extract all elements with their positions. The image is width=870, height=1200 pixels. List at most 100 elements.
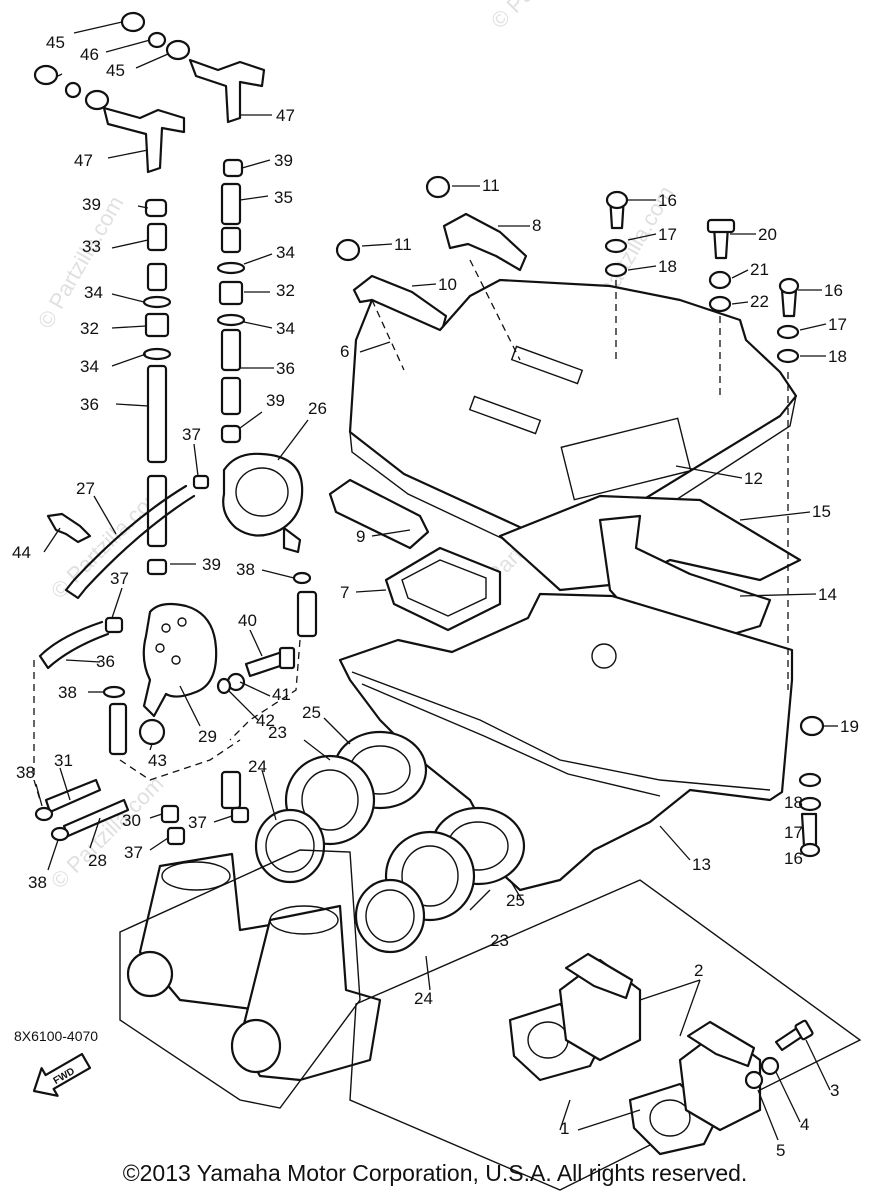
collar-21	[708, 270, 732, 290]
joint-1-lower-bore	[649, 1099, 691, 1137]
callout-47: 47	[74, 151, 93, 170]
clamp-37c	[166, 826, 186, 846]
clamp-39-right-lower	[220, 424, 242, 444]
carburetor-assembly: FWD	[32, 730, 526, 1109]
callout-42: 42	[256, 711, 275, 730]
clip-38	[292, 571, 312, 585]
valve-port	[171, 655, 181, 665]
clamp-2-upper	[564, 952, 634, 1000]
callout-10: 10	[438, 275, 457, 294]
callout-16: 16	[824, 281, 843, 300]
callout-34: 34	[276, 319, 295, 338]
bolt-40-head	[278, 646, 296, 670]
callout-32: 32	[80, 319, 99, 338]
callout-20: 20	[758, 225, 777, 244]
clip-38c	[34, 806, 54, 822]
hose-short-right	[296, 590, 318, 638]
callout-44: 44	[12, 543, 31, 562]
callout-17: 17	[784, 823, 803, 842]
callout-34: 34	[80, 357, 99, 376]
callout-25: 25	[506, 891, 525, 910]
clamp-37d	[230, 806, 250, 824]
base-rim	[351, 671, 771, 791]
callout-5: 5	[776, 1141, 785, 1160]
callout-47: 47	[276, 106, 295, 125]
joint-23-lower-inner	[401, 845, 459, 907]
callout-36: 36	[96, 652, 115, 671]
clamp-39-right	[222, 158, 244, 178]
callout-32: 32	[276, 281, 295, 300]
callout-34: 34	[84, 283, 103, 302]
nut-11-left	[335, 238, 361, 262]
clip-38d	[50, 826, 70, 842]
callout-34: 34	[276, 243, 295, 262]
callout-29: 29	[198, 727, 217, 746]
pump-fitting	[282, 526, 302, 554]
plate-9	[328, 478, 430, 550]
hose-segment	[146, 262, 168, 292]
carb-bore-right	[230, 1018, 282, 1074]
washer-5	[744, 1070, 764, 1090]
clamp-39-left	[144, 198, 168, 218]
clamp-39-left-lower	[146, 558, 168, 576]
callout-4: 4	[800, 1115, 809, 1134]
callout-17: 17	[658, 225, 677, 244]
cover-slot	[510, 345, 584, 385]
callout-26: 26	[308, 399, 327, 418]
callout-18: 18	[828, 347, 847, 366]
callout-7: 7	[340, 583, 349, 602]
carb-top-left	[161, 861, 231, 891]
callout-39: 39	[82, 195, 101, 214]
watermark-text: © Partzilla.com	[486, 0, 609, 34]
callout-28: 28	[88, 851, 107, 870]
hose-segment-right	[220, 226, 242, 254]
band-24-lower-inner	[365, 889, 415, 943]
callout-41: 41	[272, 685, 291, 704]
callout-27: 27	[76, 479, 95, 498]
callout-31: 31	[54, 751, 73, 770]
callout-36: 36	[80, 395, 99, 414]
valve-port	[161, 623, 171, 633]
nut-45	[33, 64, 59, 86]
hose-35	[220, 182, 242, 226]
cap-46	[147, 31, 167, 49]
clip-44	[46, 512, 92, 544]
callout-37: 37	[188, 813, 207, 832]
bolt-16-right-head	[778, 277, 800, 295]
bolt-16-lower	[800, 812, 818, 848]
cap-45b	[165, 39, 191, 61]
bolt-16-head	[605, 190, 629, 210]
cap-45	[120, 11, 146, 33]
callout-16: 16	[658, 191, 677, 210]
hose-36-lower	[38, 620, 110, 670]
tee-32-left	[144, 312, 170, 338]
washer-22	[708, 295, 732, 313]
nut-11-top	[425, 175, 451, 199]
nut-43	[138, 718, 166, 746]
clip-34b	[142, 347, 172, 361]
leader-lines	[35, 21, 838, 1141]
bracket-8	[442, 212, 528, 272]
callout-38: 38	[236, 560, 255, 579]
inset-intake-joints	[349, 879, 862, 1191]
washer-42	[216, 677, 232, 695]
callout-19: 19	[840, 717, 859, 736]
bolt-3-head	[794, 1019, 814, 1041]
callout-8: 8	[532, 216, 541, 235]
carb-bore-left	[126, 950, 174, 998]
callout-17: 17	[828, 315, 847, 334]
joint-23-upper-inner	[301, 769, 359, 831]
grommet-18-lower	[798, 772, 822, 788]
diagram-code: 8X6100-4070	[14, 1028, 99, 1044]
callout-11: 11	[394, 235, 412, 254]
callout-37: 37	[110, 569, 129, 588]
clip-38b	[102, 685, 126, 699]
bolt-16-lower-head	[799, 842, 821, 858]
callout-14: 14	[818, 585, 837, 604]
callout-39: 39	[274, 151, 293, 170]
callout-labels: 45 46 45 47 47 39 39 39 39 35 33 34 34 3…	[12, 33, 859, 1160]
callout-38: 38	[28, 873, 47, 892]
air-box-base-13	[338, 592, 794, 892]
callout-9: 9	[356, 527, 365, 546]
